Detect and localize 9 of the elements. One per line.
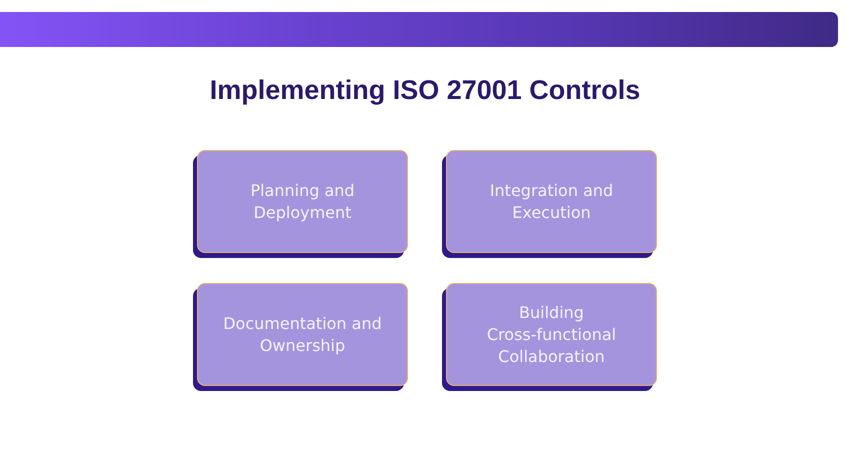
card-label: Documentation and Ownership	[222, 312, 383, 356]
card-label: Integration and Execution	[488, 180, 614, 224]
topic-card	[193, 150, 408, 258]
topic-card	[442, 283, 657, 391]
diagram-title: Implementing ISO 27001 Controls	[210, 74, 640, 107]
topic-card	[442, 150, 657, 258]
topic-card	[193, 283, 408, 391]
card-label: Building Cross-functional Collaboration	[486, 302, 618, 368]
card-label: Planning and Deployment	[249, 180, 356, 224]
